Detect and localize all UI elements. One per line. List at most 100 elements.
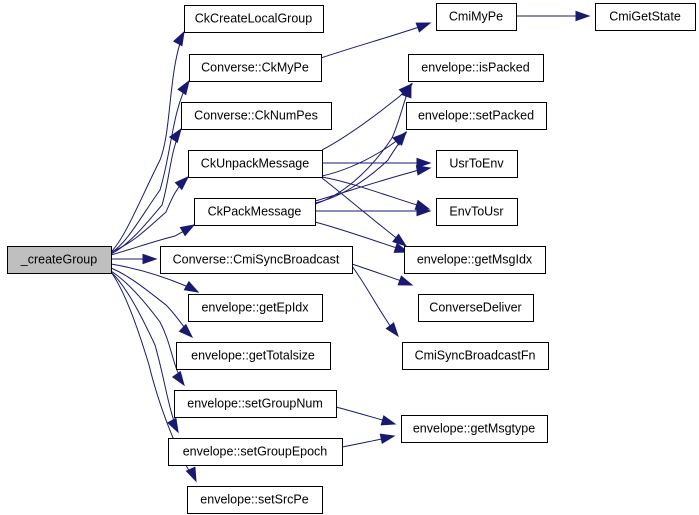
- call-edge: [321, 132, 408, 177]
- edge-arrowhead-icon: [379, 433, 396, 444]
- edge-arrowhead-icon: [380, 415, 397, 426]
- edge-arrowhead-icon: [416, 205, 432, 217]
- call-graph-node-getMsgIdx[interactable]: envelope::getMsgIdx: [404, 246, 546, 274]
- node-box[interactable]: [418, 294, 534, 322]
- call-graph-node-getEpIdx[interactable]: envelope::getEpIdx: [188, 294, 323, 322]
- node-label: CmiSyncBroadcastFn: [415, 348, 536, 362]
- call-edge: [321, 177, 408, 247]
- node-label: envelope::getMsgIdx: [417, 252, 533, 266]
- call-edge: [111, 253, 158, 265]
- call-graph-node-getMsgtype[interactable]: envelope::getMsgtype: [401, 415, 548, 443]
- call-edge: [110, 263, 200, 293]
- call-graph-node-setPacked[interactable]: envelope::setPacked: [406, 102, 547, 130]
- call-edge: [110, 224, 196, 256]
- node-box[interactable]: [189, 54, 322, 82]
- call-edge: [341, 433, 396, 448]
- node-box[interactable]: [408, 54, 544, 82]
- edge-arrowhead-icon: [392, 233, 408, 247]
- call-edge: [110, 175, 190, 253]
- node-label: CmiGetState: [609, 9, 681, 23]
- edge-line: [320, 23, 429, 59]
- call-graph-node-ckUnpackMessage[interactable]: CkUnpackMessage: [188, 150, 323, 178]
- edge-arrowhead-icon: [385, 322, 399, 338]
- node-box[interactable]: [187, 486, 323, 514]
- edge-line: [110, 128, 182, 255]
- node-box[interactable]: [402, 342, 549, 370]
- call-edge: [110, 79, 190, 254]
- edge-arrowhead-icon: [172, 30, 185, 47]
- node-label: envelope::getTotalsize: [191, 348, 315, 362]
- call-edge: [314, 165, 432, 202]
- node-label: envelope::getEpIdx: [201, 300, 309, 314]
- node-box[interactable]: [174, 390, 337, 418]
- edge-arrowhead-icon: [575, 10, 591, 22]
- edge-arrowhead-icon: [401, 82, 412, 99]
- node-label: UsrToEnv: [449, 156, 504, 170]
- node-box[interactable]: [194, 198, 316, 226]
- call-graph-node-usrToEnv[interactable]: UsrToEnv: [436, 150, 518, 178]
- node-box[interactable]: [595, 3, 696, 31]
- node-box[interactable]: [160, 246, 353, 274]
- call-graph-node-setGroupEpoch[interactable]: envelope::setGroupEpoch: [168, 438, 343, 466]
- node-box[interactable]: [188, 294, 323, 322]
- edge-arrowhead-icon: [142, 253, 158, 265]
- call-graph-node-setGroupNum[interactable]: envelope::setGroupNum: [174, 390, 337, 418]
- call-graph-node-ckCreateLocalGroup[interactable]: CkCreateLocalGroup: [184, 5, 324, 33]
- edge-arrowhead-icon: [185, 466, 197, 483]
- call-graph-node-converseCkNumPes[interactable]: Converse::CkNumPes: [181, 102, 332, 130]
- call-graph-node-createGroup[interactable]: _createGroup: [7, 246, 112, 274]
- edge-arrowhead-icon: [174, 175, 190, 191]
- call-graph-node-ckPackMessage[interactable]: CkPackMessage: [194, 198, 316, 226]
- call-edge: [351, 265, 399, 338]
- node-box[interactable]: [176, 342, 331, 370]
- node-box[interactable]: [181, 102, 332, 130]
- edge-arrowhead-icon: [171, 370, 185, 387]
- node-box[interactable]: [404, 246, 546, 274]
- edge-arrowhead-icon: [168, 127, 182, 144]
- edge-line: [110, 267, 193, 338]
- call-edge: [110, 271, 179, 434]
- node-box[interactable]: [436, 198, 518, 226]
- call-graph-node-cmiSyncBroadcastFn[interactable]: CmiSyncBroadcastFn: [402, 342, 549, 370]
- call-graph-node-cmiGetState[interactable]: CmiGetState: [595, 3, 696, 31]
- edge-line: [321, 176, 421, 207]
- call-graph-node-envToUsr[interactable]: EnvToUsr: [436, 198, 518, 226]
- node-box[interactable]: [188, 150, 323, 178]
- edge-line: [351, 265, 397, 335]
- edge-line: [110, 31, 185, 253]
- edge-arrowhead-icon: [415, 22, 432, 33]
- call-graph-node-isPacked[interactable]: envelope::isPacked: [408, 54, 544, 82]
- node-box[interactable]: [436, 150, 518, 178]
- edges-layer: [110, 10, 591, 483]
- call-graph-node-converseDeliver[interactable]: ConverseDeliver: [418, 294, 534, 322]
- node-label: envelope::setPacked: [418, 108, 534, 122]
- edge-line: [321, 177, 405, 245]
- node-label: envelope::getMsgtype: [413, 421, 535, 435]
- node-box[interactable]: [168, 438, 343, 466]
- edge-arrowhead-icon: [177, 79, 190, 96]
- node-label: CkPackMessage: [208, 204, 302, 218]
- edge-arrowhead-icon: [397, 275, 414, 286]
- call-edge: [110, 30, 185, 253]
- edge-arrowhead-icon: [415, 165, 432, 176]
- call-edge: [351, 263, 414, 286]
- call-graph-node-cmiSyncBroadcast[interactable]: Converse::CmiSyncBroadcast: [160, 246, 353, 274]
- call-graph-node-cmiMyPe[interactable]: CmiMyPe: [436, 3, 517, 31]
- edge-arrowhead-icon: [166, 417, 179, 434]
- call-edge: [110, 267, 194, 339]
- node-box[interactable]: [406, 102, 547, 130]
- node-box[interactable]: [436, 3, 517, 31]
- node-label: EnvToUsr: [449, 204, 503, 218]
- call-edge: [320, 22, 432, 59]
- node-label: Converse::CkMyPe: [201, 60, 309, 74]
- call-edge: [516, 10, 591, 22]
- call-edge: [110, 127, 182, 255]
- call-graph-node-converseCkMyPe[interactable]: Converse::CkMyPe: [189, 54, 322, 82]
- edge-line: [110, 271, 179, 433]
- edge-line: [321, 132, 407, 177]
- node-box[interactable]: [184, 5, 324, 33]
- node-box[interactable]: [7, 246, 112, 274]
- node-box[interactable]: [401, 415, 548, 443]
- call-graph-node-getTotalsize[interactable]: envelope::getTotalsize: [176, 342, 331, 370]
- call-graph-node-setSrcPe[interactable]: envelope::setSrcPe: [187, 486, 323, 514]
